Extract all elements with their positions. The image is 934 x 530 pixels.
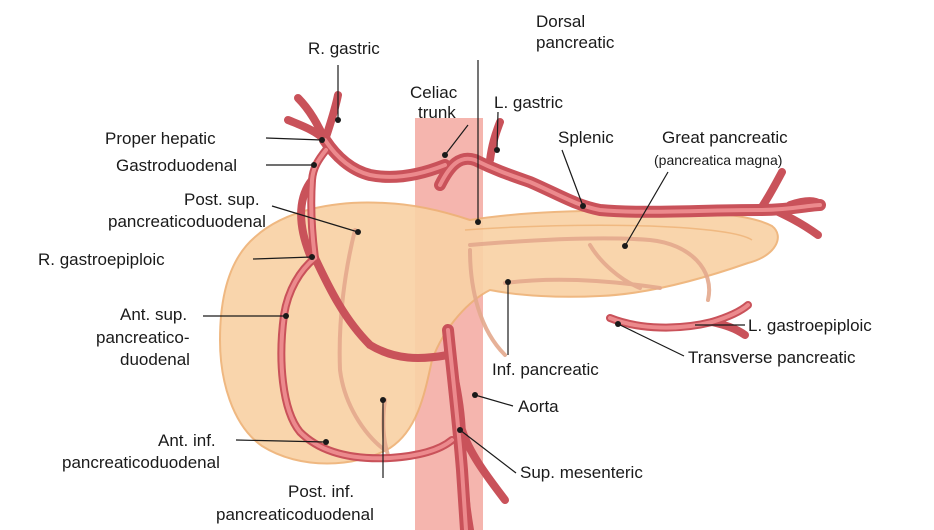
label-post-inf-line1: Post. inf.	[288, 482, 354, 501]
label-dorsal-pancreatic-line2: pancreatic	[536, 33, 615, 52]
label-r-gastric: R. gastric	[308, 39, 380, 58]
label-pancreatica-magna: (pancreatica magna)	[654, 152, 782, 168]
label-aorta: Aorta	[518, 397, 559, 416]
label-ant-inf-line1: Ant. inf.	[158, 431, 216, 450]
label-transverse-pancreatic: Transverse pancreatic	[688, 348, 856, 367]
label-ant-sup-line1: Ant. sup.	[120, 305, 187, 324]
label-proper-hepatic: Proper hepatic	[105, 129, 216, 148]
label-post-inf-line2: pancreaticoduodenal	[216, 505, 374, 524]
label-r-gastroepiploic: R. gastroepiploic	[38, 250, 165, 269]
label-l-gastroepiploic: L. gastroepiploic	[748, 316, 872, 335]
label-great-pancreatic: Great pancreatic	[662, 128, 788, 147]
label-celiac-trunk-line2: trunk	[418, 103, 456, 122]
label-inf-pancreatic: Inf. pancreatic	[492, 360, 599, 379]
label-dorsal-pancreatic-line1: Dorsal	[536, 12, 585, 31]
label-gastroduodenal: Gastroduodenal	[116, 156, 237, 175]
label-post-sup-line2: pancreaticoduodenal	[108, 212, 266, 231]
label-ant-inf-line2: pancreaticoduodenal	[62, 453, 220, 472]
label-sup-mesenteric: Sup. mesenteric	[520, 463, 643, 482]
label-post-sup-line1: Post. sup.	[184, 190, 260, 209]
label-l-gastric: L. gastric	[494, 93, 563, 112]
label-celiac-trunk-line1: Celiac	[410, 83, 458, 102]
label-splenic: Splenic	[558, 128, 614, 147]
label-ant-sup-line3: duodenal	[120, 350, 190, 369]
label-ant-sup-line2: pancreatico-	[96, 328, 190, 347]
